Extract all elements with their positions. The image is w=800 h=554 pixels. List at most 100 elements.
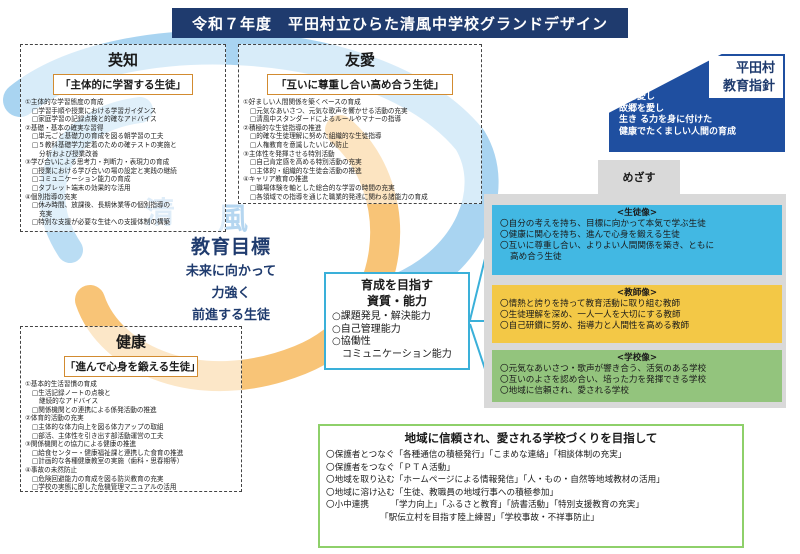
teacher-image-box: <教師像> 〇情熱と誇りを持って教育活動に取り組む教師 〇生徒理解を深め、一人一… bbox=[492, 285, 782, 343]
yuai-item: □清風中スタンダードによるルールやマナーの指導 bbox=[250, 115, 402, 124]
kenko-item: □危険回避能力の育成を図る防災教育の充実 bbox=[32, 474, 164, 483]
student-image-heading: <生徒像> bbox=[616, 208, 658, 218]
goal-line: 力強く bbox=[211, 286, 251, 301]
education-goal: 教育目標 未来に向かって 力強く 前進する生徒 bbox=[152, 232, 310, 327]
yuai-item: □主体的・組織的な生徒会活動の推進 bbox=[250, 166, 362, 175]
kenko-item: ③関係機関との協力による健康の推進 bbox=[25, 440, 137, 449]
kenko-item: 継続的なアドバイス bbox=[39, 397, 99, 406]
yuai-item: □的確な生徒理解に努めた組織的な生徒指導 bbox=[250, 132, 382, 141]
competency-heading-line: 育成を目指す bbox=[360, 278, 433, 292]
policy-line: 健康でたくましい人間の育成 bbox=[619, 126, 737, 137]
competency-heading: 育成を目指す 資質・能力 bbox=[326, 277, 468, 309]
community-line: 〇小中連携 「学力向上」「ふるさと教育」「読書活動」「特別支援教育の充実」 bbox=[326, 500, 644, 510]
community-line: 「駅伝立村を目指す陸上練習」「学校事故・不祥事防止」 bbox=[380, 512, 600, 523]
community-box: 地域に信頼され、愛される学校づくりを目指して 〇保護者とつなぐ「各種通信の積極発… bbox=[318, 424, 744, 548]
kenko-section: 健康 「進んで心身を鍛える生徒」 ①基本的生活習慣の育成□生活記録ノートの点検と… bbox=[20, 326, 242, 492]
eichi-item: □学習手順や授業における学習ガイダンス bbox=[32, 106, 157, 115]
eichi-item: □授業における学び合いの場の設定と実践の継続 bbox=[32, 166, 177, 175]
teacher-image-line: 〇情熱と誇りを持って教育活動に取り組む教師 bbox=[500, 299, 681, 309]
teacher-image-line: 〇生徒理解を深め、一人一人を大切にする教師 bbox=[500, 310, 681, 320]
eichi-item: 分析および授業改善 bbox=[39, 149, 99, 158]
competency-heading-line: 資質・能力 bbox=[366, 294, 427, 308]
eichi-item: □特別な支援が必要な生徒への支援体制の構築 bbox=[32, 218, 171, 227]
kenko-item: ①基本的生活習慣の育成 bbox=[25, 380, 97, 388]
kenko-item: □主体的な体力向上を図る体力アップの取組 bbox=[32, 422, 164, 431]
policy-text: 人を愛し 故郷を愛し 生き る力を身に付けた 健康でたくましい人間の育成 bbox=[619, 92, 736, 138]
eichi-item: ③学び合いによる思考力・判断力・表現力の育成 bbox=[25, 158, 170, 167]
kenko-item: □給食センター・健康福祉課と連携した食育の推進 bbox=[32, 448, 184, 457]
kenko-item: ④事故の未然防止 bbox=[25, 465, 78, 474]
eichi-subtitle: 「主体的に学習する生徒」 bbox=[53, 74, 193, 95]
kenko-item: ②体育的活動の充実 bbox=[25, 414, 84, 423]
competency-item: ○自己管理能力 bbox=[332, 323, 401, 335]
policy-title-line: 教育指針 bbox=[722, 79, 775, 94]
competency-item: コミュニケーション能力 bbox=[332, 348, 452, 360]
eichi-list: ①主体的な学習態度の育成□学習手順や授業における学習ガイダンス□家庭学習の記録点… bbox=[21, 98, 225, 227]
yuai-section: 友愛 「互いに尊重し合い高め合う生徒」 ①好ましい人間関係を築くベースの育成□元… bbox=[238, 44, 482, 204]
page-title: 令和７年度 平田村立ひらた清風中学校グランドデザイン bbox=[172, 8, 628, 38]
eichi-heading: 英知 bbox=[107, 51, 138, 69]
policy-line: 故郷を愛し bbox=[619, 103, 665, 114]
community-list: 〇保護者とつなぐ「各種通信の積極発行」「こまめな連絡」「相談体制の充実」 〇保護… bbox=[326, 449, 736, 524]
kenko-item: □計画的な各種健康教室の実施（歯科・思春期等） bbox=[32, 457, 184, 466]
student-image-line: 高め合う生徒 bbox=[510, 252, 562, 262]
eichi-item: □タブレット端末の効果的な活用 bbox=[32, 183, 131, 192]
community-line: 〇地域を取り込む「ホームページによる情報発信」「人・もの・自然等地域教材の活用」 bbox=[326, 475, 665, 485]
yuai-item: □職場体験を軸とした総合的な学習の時間の充実 bbox=[250, 183, 395, 192]
kenko-list: ①基本的生活習慣の育成□生活記録ノートの点検と継続的なアドバイス□関係機関との連… bbox=[21, 380, 241, 492]
goal-line: 未来に向かって bbox=[185, 264, 277, 279]
yuai-item: ④キャリア教育の推進 bbox=[243, 175, 309, 184]
goal-text: 未来に向かって 力強く 前進する生徒 bbox=[152, 261, 310, 327]
kenko-subtitle: 「進んで心身を鍛える生徒」 bbox=[64, 356, 201, 377]
kenko-item: □関係機関との連携による係発活動の推進 bbox=[32, 405, 157, 414]
policy-line: 生き る力を身に付けた bbox=[619, 115, 713, 125]
community-title: 地域に信頼され、愛される学校づくりを目指して bbox=[404, 431, 658, 445]
yuai-item: ③主体性を発揮させる特別活動 bbox=[243, 149, 335, 158]
yuai-item: □人権教育を意識したいじめ防止 bbox=[250, 140, 349, 149]
eichi-item: □家庭学習の記録点検と的確なアドバイス bbox=[32, 115, 157, 124]
community-line: 〇地域に溶け込む「生徒、教職員の地域行事への積極参加」 bbox=[326, 487, 559, 498]
yuai-heading: 友愛 bbox=[344, 51, 375, 69]
teacher-image-line: 〇自己研鑽に努め、指導力と人間性を高める教師 bbox=[500, 321, 690, 331]
kenko-item: □部活、主体性を引き出す部活動運営の工夫 bbox=[32, 431, 164, 440]
teacher-image-heading: <教師像> bbox=[616, 288, 658, 298]
school-image-line: 〇互いのよさを認め合い、培った力を発揮できる学校 bbox=[500, 375, 707, 385]
eichi-item: ②基礎・基本の確実な習得 bbox=[25, 123, 104, 132]
village-policy: 平田村 教育指針 人を愛し 故郷を愛し 生き る力を身に付けた 健康でたくましい… bbox=[609, 54, 785, 152]
competency-list: ○課題発見・解決能力 ○自己管理能力 ○協働性 コミュニケーション能力 bbox=[326, 311, 468, 361]
school-image-heading: <学校像> bbox=[616, 353, 658, 363]
yuai-item: □各領域での指導を通じた職業的発達に関わる諸能力の育成 bbox=[250, 192, 428, 201]
school-image-line: 〇元気なあいさつ・歌声が響き合う、活気のある学校 bbox=[500, 364, 707, 374]
eichi-section: 英知 「主体的に学習する生徒」 ①主体的な学習態度の育成□学習手順や授業における… bbox=[20, 44, 226, 232]
kenko-item: □学校の実態に即した危機管理マニュアルの活用 bbox=[32, 483, 177, 492]
aims-tab: めざす bbox=[598, 160, 680, 196]
policy-title-background bbox=[709, 56, 783, 98]
community-line: 〇保護者をつなぐ「ＰＴＡ活動」 bbox=[326, 462, 455, 473]
eichi-item: 充実 bbox=[39, 209, 53, 218]
yuai-item: ①好ましい人間関係を築くベースの育成 bbox=[243, 98, 361, 106]
kenko-item: □生活記録ノートの点検と bbox=[32, 388, 111, 397]
eichi-item: ④個別指導の充実 bbox=[25, 192, 78, 201]
kenko-heading: 健康 bbox=[115, 333, 146, 351]
school-image-line: 〇地域に信頼され、愛される学校 bbox=[500, 386, 629, 396]
competency-item: ○協働性 bbox=[332, 336, 371, 347]
goal-title: 教育目標 bbox=[190, 236, 271, 258]
yuai-item: ②積極的な生徒指導の推進 bbox=[243, 123, 322, 132]
eichi-item: □休み時間、放課後、長期休業等の個別指導の bbox=[32, 201, 171, 210]
school-image-box: <学校像> 〇元気なあいさつ・歌声が響き合う、活気のある学校 〇互いのよさを認め… bbox=[492, 350, 782, 402]
student-image-line: 〇互いに尊重し合い、よりよい人間関係を築き、ともに bbox=[500, 241, 715, 251]
community-line: 〇保護者とつなぐ「各種通信の積極発行」「こまめな連絡」「相談体制の充実」 bbox=[326, 450, 627, 460]
policy-line: 人を愛し bbox=[619, 92, 656, 102]
yuai-list: ①好ましい人間関係を築くベースの育成□元気なあいさつ、元気な歌声を響かせる活動の… bbox=[239, 98, 481, 201]
yuai-item: □元気なあいさつ、元気な歌声を響かせる活動の充実 bbox=[250, 106, 408, 115]
student-image-line: 〇自分の考えを持ち、目標に向かって本気で学ぶ生徒 bbox=[500, 219, 706, 229]
yuai-subtitle: 「互いに尊重し合い高め合う生徒」 bbox=[267, 74, 453, 95]
goal-line: 前進する生徒 bbox=[191, 308, 270, 323]
student-image-line: 〇健康に関心を持ち、進んで心身を鍛える生徒 bbox=[500, 230, 680, 240]
policy-title-line: 平田村 bbox=[735, 61, 775, 76]
eichi-item: □５教科基礎学力定着のための確テストの実施と bbox=[32, 140, 177, 149]
eichi-item: ①主体的な学習態度の育成 bbox=[25, 98, 104, 106]
competency-item: ○課題発見・解決能力 bbox=[332, 311, 431, 322]
connector-line bbox=[470, 320, 492, 322]
policy-title: 平田村 教育指針 bbox=[723, 60, 775, 96]
